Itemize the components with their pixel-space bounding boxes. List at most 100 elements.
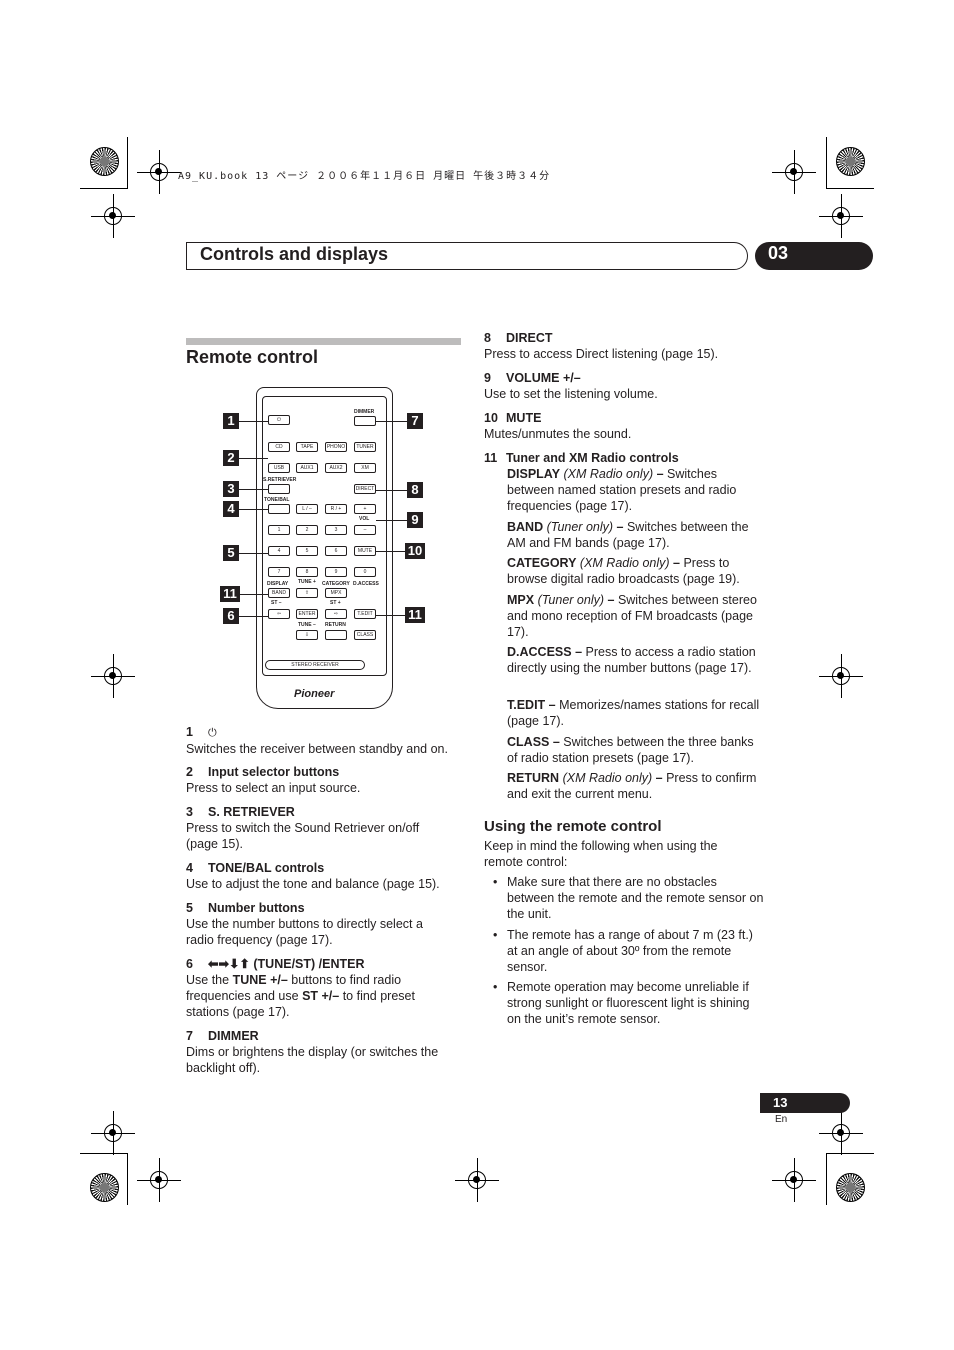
tuner-control-category: CATEGORY (XM Radio only) – Press to brow…	[507, 556, 740, 586]
callout-10: 10	[405, 543, 425, 559]
bullet-item: •The remote has a range of about 7 m (23…	[493, 928, 753, 974]
crosshair-mark	[819, 194, 863, 238]
item-title: DIRECT	[506, 331, 553, 345]
category-label: CATEGORY	[322, 581, 350, 587]
item-title: VOLUME +/–	[506, 371, 581, 385]
power-icon: ⏻	[208, 727, 217, 739]
station-left-button: ⇦	[268, 609, 290, 619]
callout-line	[376, 490, 407, 491]
s-retriever-button	[268, 484, 290, 494]
item-title: (TUNE/ST) /ENTER	[253, 957, 365, 971]
item-title: DIMMER	[208, 1029, 259, 1043]
tune-plus-label: TUNE +	[298, 579, 316, 585]
callout-line	[239, 458, 268, 459]
st-plus-label: ST +	[330, 600, 341, 606]
item-title: TONE/BAL controls	[208, 861, 325, 875]
item-title: MUTE	[506, 411, 542, 425]
chapter-number: 03	[755, 242, 873, 270]
item-10: 10 MUTE Mutes/unmutes the sound.	[484, 410, 769, 442]
t-edit-button: T.EDIT	[354, 609, 376, 619]
item-1: 1 ⏻ Switches the receiver between standby…	[186, 724, 471, 757]
callout-line	[239, 509, 268, 510]
subsection-intro: Keep in mind the following when using th…	[484, 839, 718, 869]
bullet-item: •Remote operation may become unreliable …	[493, 980, 750, 1026]
crosshair-mark	[819, 654, 863, 698]
tuner-control-t-edit: T.EDIT – Memorizes/names stations for re…	[507, 698, 760, 728]
d-access-label: D.ACCESS	[353, 581, 379, 587]
item-description: Dims or brightens the display (or switch…	[186, 1045, 439, 1075]
callout-line	[376, 421, 407, 422]
chapter-header-bar	[186, 242, 748, 270]
crosshair-mark	[91, 194, 135, 238]
item-title: Input selector buttons	[208, 765, 340, 779]
item-title: Tuner and XM Radio controls	[506, 451, 679, 465]
dimmer-button	[354, 416, 376, 426]
callout-6: 6	[223, 608, 239, 624]
number-8-button: 8	[296, 567, 318, 577]
crop-mark	[127, 137, 128, 189]
crosshair-mark	[772, 150, 816, 194]
number-7-button: 7	[268, 567, 290, 577]
callout-line	[240, 594, 268, 595]
pioneer-logo: Pioneer	[294, 688, 335, 700]
item-number: 10	[484, 411, 498, 425]
registration-star-top-right	[836, 147, 865, 176]
standby-on-button: ⏻	[268, 415, 290, 425]
return-label: RETURN	[325, 622, 346, 628]
callout-line	[239, 616, 268, 617]
crosshair-mark	[91, 654, 135, 698]
callout-line	[376, 615, 405, 616]
item-description: Press to select an input source.	[186, 781, 361, 795]
item-number: 9	[484, 371, 491, 385]
item-description: Use to adjust the tone and balance (page…	[186, 877, 440, 891]
crosshair-mark	[455, 1158, 499, 1202]
callout-line	[239, 489, 268, 490]
volume-up-button: +	[354, 504, 376, 514]
callout-2: 2	[223, 450, 239, 466]
callout-1: 1	[223, 413, 239, 429]
registration-star-top-left	[90, 147, 119, 176]
balance-right-button: R / +	[325, 504, 347, 514]
balance-left-button: L / –	[296, 504, 318, 514]
item-number: 2	[186, 765, 193, 779]
item-description: Mutes/unmutes the sound.	[484, 427, 632, 441]
arrow-icons: ⬅➡⬇⬆	[208, 957, 254, 971]
crosshair-mark	[137, 150, 181, 194]
callout-11-right: 11	[405, 607, 425, 623]
bullet-item: •Make sure that there are no obstacles b…	[493, 875, 764, 921]
item-description: Use the TUNE +/– buttons to find radio f…	[186, 973, 415, 1019]
aux2-button: AUX2	[325, 463, 347, 473]
callout-11-left: 11	[220, 586, 240, 602]
item-title: S. RETRIEVER	[208, 805, 295, 819]
mute-button: MUTE	[354, 546, 376, 556]
item-description: Switches the receiver between standby an…	[186, 742, 448, 756]
return-button	[325, 630, 347, 640]
item-number: 6	[186, 957, 193, 971]
remote-control-panel	[262, 396, 387, 676]
crop-mark	[80, 188, 128, 189]
number-9-button: 9	[325, 567, 347, 577]
crosshair-mark	[819, 1111, 863, 1155]
item-4: 4 TONE/BAL controls Use to adjust the ton…	[186, 860, 471, 892]
item-number: 8	[484, 331, 491, 345]
vol-label: VOL	[359, 516, 370, 522]
s-retriever-label: S.RETRIEVER	[263, 477, 297, 483]
class-button: CLASS	[354, 630, 376, 640]
callout-line	[239, 553, 268, 554]
band-button: BAND	[268, 588, 290, 598]
tune-up-button: ⇧	[296, 588, 318, 598]
mpx-button: MPX	[325, 588, 347, 598]
tuner-control-d-access: D.ACCESS – Press to access a radio stati…	[507, 645, 756, 675]
crosshair-mark	[137, 1158, 181, 1202]
number-4-button: 4	[268, 546, 290, 556]
number-6-button: 6	[325, 546, 347, 556]
item-number: 1	[186, 725, 193, 739]
item-description: Use to set the listening volume.	[484, 387, 658, 401]
item-title: Number buttons	[208, 901, 305, 915]
dimmer-label: DIMMER	[354, 409, 375, 415]
tuner-control-band: BAND (Tuner only) – Switches between the…	[507, 520, 749, 550]
item-number: 4	[186, 861, 193, 875]
